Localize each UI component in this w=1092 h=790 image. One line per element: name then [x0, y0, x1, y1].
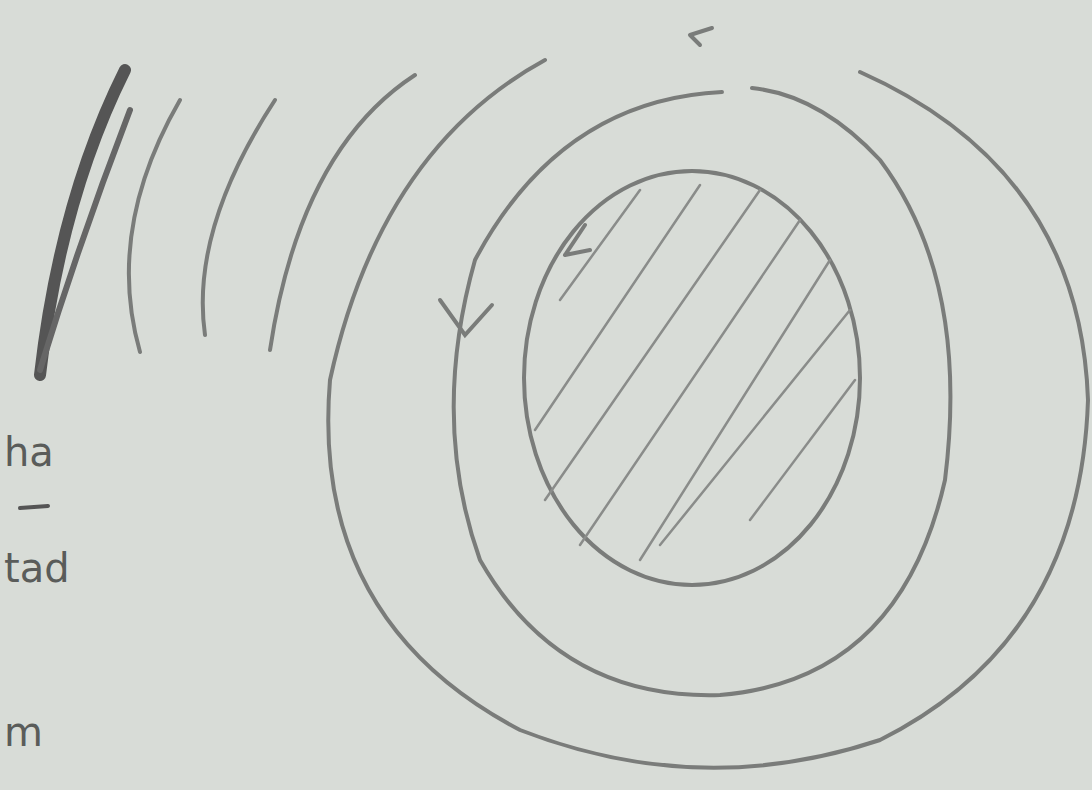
side-note: ha: [4, 432, 54, 472]
direction-arrow: [440, 300, 492, 335]
direction-arrow: [690, 28, 712, 45]
wave-arc: [129, 100, 180, 352]
outer-orbit: [328, 60, 1088, 768]
side-note: tad: [4, 548, 70, 588]
thick-stroke: [40, 110, 130, 370]
wave-arc: [203, 100, 275, 335]
underline-mark: [20, 506, 48, 508]
side-note: m: [4, 712, 43, 752]
core-hatching: [535, 185, 855, 560]
inner-core: [524, 171, 860, 585]
middle-orbit: [454, 88, 951, 695]
direction-arrow: [565, 225, 590, 255]
